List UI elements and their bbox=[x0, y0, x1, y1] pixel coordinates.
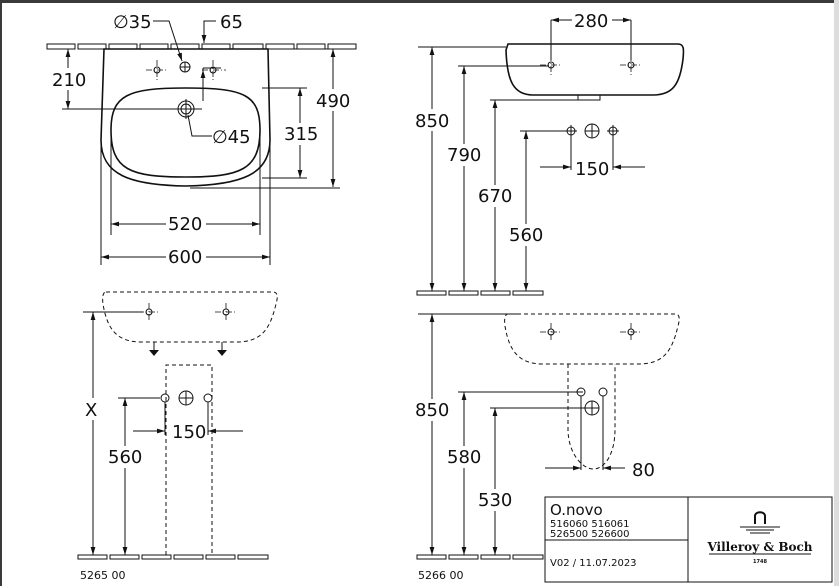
title-block: O.novo 516060 516061 526500 526600 V02 /… bbox=[544, 496, 833, 583]
svg-text:Villeroy & Boch: Villeroy & Boch bbox=[706, 540, 812, 554]
wall bbox=[46, 43, 357, 50]
floor bbox=[416, 554, 544, 560]
dim-280: 280 bbox=[574, 11, 608, 32]
article-numbers: 516060 516061 bbox=[550, 519, 630, 530]
dim-600: 600 bbox=[168, 247, 202, 268]
svg-text:1748: 1748 bbox=[753, 559, 767, 565]
dim-530: 530 bbox=[478, 490, 512, 511]
dim-150: 150 bbox=[575, 159, 609, 180]
dim-850: 850 bbox=[415, 400, 449, 421]
dim-850: 850 bbox=[415, 111, 449, 132]
basin-outline-top bbox=[505, 43, 685, 96]
dim-80: 80 bbox=[632, 460, 655, 481]
window-right-edge bbox=[834, 0, 839, 586]
dim-210: 210 bbox=[52, 70, 86, 91]
dim-580: 580 bbox=[447, 447, 481, 468]
dim-670: 670 bbox=[478, 186, 512, 207]
dim-315: 315 bbox=[284, 124, 318, 145]
front-view-semi-pedestal: 80 850 580 530 5266 00 bbox=[413, 313, 680, 582]
floor bbox=[416, 290, 544, 296]
dim-150: 150 bbox=[172, 422, 206, 443]
dim-waste-diameter: ∅45 bbox=[212, 127, 251, 148]
window-top-edge bbox=[0, 0, 839, 3]
floor bbox=[77, 554, 269, 560]
window-left-edge bbox=[0, 0, 2, 586]
basin-outline bbox=[100, 48, 271, 187]
dim-560: 560 bbox=[509, 225, 543, 246]
dim-tap-diameter: ∅35 bbox=[113, 12, 152, 33]
front-view-pedestal: 150 X 560 5265 00 bbox=[77, 291, 278, 582]
dim-x: X bbox=[85, 400, 97, 421]
dim-tap-offset: 65 bbox=[220, 12, 243, 33]
dim-560: 560 bbox=[108, 447, 142, 468]
article-code: 5265 00 bbox=[80, 569, 126, 582]
villeroy-boch-logo: Villeroy & Boch 1748 bbox=[706, 511, 813, 565]
product-name: O.novo bbox=[550, 501, 603, 519]
article-numbers: 526500 526600 bbox=[550, 529, 630, 540]
side-view: 280 150 850 790 670 560 bbox=[413, 9, 685, 296]
bowl-outline bbox=[110, 87, 261, 178]
dim-520: 520 bbox=[168, 214, 202, 235]
dim-790: 790 bbox=[447, 145, 481, 166]
article-code: 5266 00 bbox=[418, 569, 464, 582]
dim-490: 490 bbox=[316, 91, 350, 112]
top-view: ∅35 65 210 315 490 ∅45 520 600 bbox=[46, 12, 357, 268]
version-date: V02 / 11.07.2023 bbox=[550, 558, 637, 569]
